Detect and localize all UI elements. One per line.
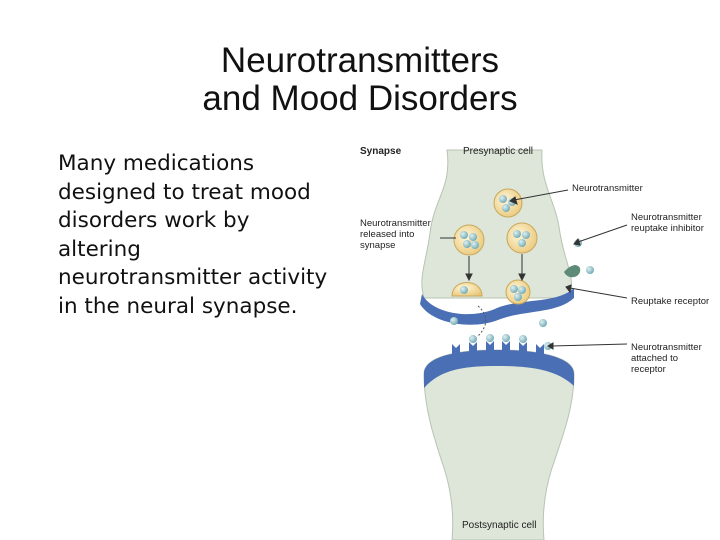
neurotransmitter-label: Neurotransmitter	[572, 183, 643, 194]
reuptake-inhibitor-label-line-2: reuptake inhibitor	[631, 223, 704, 234]
presynaptic-label: Presynaptic cell	[463, 146, 533, 157]
vesicle-left	[453, 224, 485, 256]
released-label-line-2: released into	[360, 229, 414, 240]
title-line-2: and Mood Disorders	[202, 79, 518, 118]
presynaptic-cell	[421, 149, 573, 299]
postsynaptic-cell	[423, 349, 575, 540]
released-molecule	[539, 319, 547, 327]
reuptake-inhibitor-label-line-1: Neurotransmitter	[631, 212, 702, 223]
presynaptic-membrane	[420, 288, 574, 325]
released-molecule	[450, 317, 458, 325]
slide-body-text: Many medications designed to treat mood …	[58, 151, 328, 319]
attached-label-line-2: attached to	[631, 353, 678, 364]
synapse-diagram: Synapse Presynaptic cell Neurotransmitte…	[352, 138, 720, 540]
receptors	[452, 341, 544, 360]
slide-title: Neurotransmitters and Mood Disorders	[160, 42, 560, 118]
released-label-line-1: Neurotransmitter	[360, 218, 431, 229]
vesicle-fusing-left	[451, 282, 483, 297]
vesicle-right	[506, 222, 538, 254]
vesicle-top	[493, 188, 523, 218]
leader-lines	[440, 189, 628, 350]
attached-label-line-1: Neurotransmitter	[631, 342, 702, 353]
released-label-line-3: synapse	[360, 240, 395, 251]
vesicle-fusing-right	[505, 279, 531, 305]
postsynaptic-label: Postsynaptic cell	[462, 520, 536, 531]
attached-label-line-3: receptor	[631, 364, 666, 375]
title-line-1: Neurotransmitters	[220, 41, 500, 80]
free-molecule	[586, 266, 594, 274]
synapse-illustration: Synapse Presynaptic cell Neurotransmitte…	[360, 146, 709, 540]
release-arrows	[465, 254, 526, 282]
reuptake-receptor-label: Reuptake receptor	[631, 296, 709, 307]
attached-molecules	[469, 334, 552, 350]
synapse-label: Synapse	[360, 146, 402, 157]
